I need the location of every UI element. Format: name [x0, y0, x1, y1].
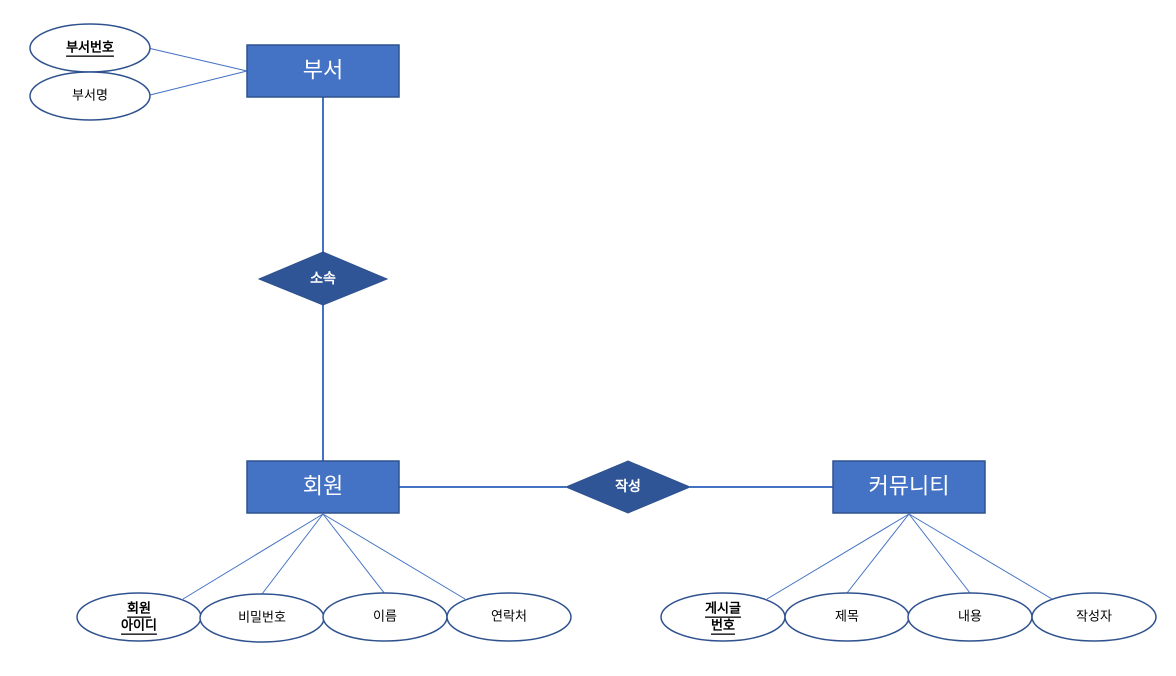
- attribute-label-line2: 번호: [711, 619, 735, 634]
- entity-label: 커뮤니티: [869, 475, 950, 500]
- attribute-label: 이름: [373, 610, 397, 625]
- attribute-member-id[interactable]: 회원 아이디: [76, 592, 202, 642]
- line-member-name: [322, 513, 386, 595]
- relationship-diamond: [257, 251, 389, 306]
- attribute-title[interactable]: 제목: [784, 592, 910, 642]
- entity-box: [246, 44, 400, 98]
- line-community-postno: [766, 513, 910, 600]
- line-member-memberid: [182, 513, 324, 600]
- attribute-label: 비밀번호: [238, 611, 286, 626]
- line-community-author: [908, 513, 1053, 600]
- attribute-label: 연락처: [491, 610, 527, 625]
- entity-label: 회원: [303, 475, 343, 500]
- line-deptno-dept: [147, 47, 248, 72]
- attribute-author[interactable]: 작성자: [1031, 592, 1157, 642]
- attribute-label-line2: 아이디: [121, 618, 157, 634]
- attribute-content[interactable]: 내용: [907, 592, 1033, 642]
- attribute-label: 작성자: [1076, 610, 1112, 625]
- connector-lines: [147, 47, 1053, 600]
- entity-box: [246, 460, 400, 514]
- attribute-ellipse: [76, 592, 202, 642]
- entity-label: 부서: [303, 59, 343, 84]
- attribute-contact[interactable]: 연락처: [446, 592, 572, 642]
- attribute-ellipse: [660, 592, 786, 642]
- entity-department[interactable]: 부서: [246, 44, 400, 98]
- line-community-title: [846, 513, 910, 594]
- attribute-password[interactable]: 비밀번호: [199, 593, 325, 643]
- line-member-password: [261, 513, 324, 595]
- line-community-content: [908, 513, 971, 594]
- relationship-diamond: [564, 460, 692, 514]
- attribute-ellipse: [1031, 592, 1157, 642]
- attribute-post-no[interactable]: 게시글 번호: [660, 592, 786, 642]
- attribute-ellipse: [446, 592, 572, 642]
- relationship-belongs[interactable]: 소속: [257, 251, 389, 306]
- attribute-label-line1: 게시글: [705, 602, 741, 617]
- attribute-label: 부서번호: [66, 41, 114, 56]
- relationship-writes[interactable]: 작성: [564, 460, 692, 514]
- line-deptname-dept: [149, 70, 248, 96]
- entity-community[interactable]: 커뮤니티: [832, 460, 986, 514]
- relationship-label: 소속: [310, 271, 336, 287]
- attribute-label: 내용: [958, 610, 982, 625]
- attribute-name[interactable]: 이름: [322, 592, 448, 642]
- entity-box: [832, 460, 986, 514]
- attribute-label: 부서명: [72, 89, 108, 104]
- attribute-label-line1: 회원: [127, 601, 151, 617]
- attribute-ellipse: [29, 71, 151, 121]
- attribute-dept-no[interactable]: 부서번호: [29, 23, 151, 73]
- attribute-dept-name[interactable]: 부서명: [29, 71, 151, 121]
- line-member-contact: [322, 513, 466, 600]
- entity-member[interactable]: 회원: [246, 460, 400, 514]
- relationship-label: 작성: [615, 478, 641, 495]
- attribute-label: 제목: [835, 610, 859, 625]
